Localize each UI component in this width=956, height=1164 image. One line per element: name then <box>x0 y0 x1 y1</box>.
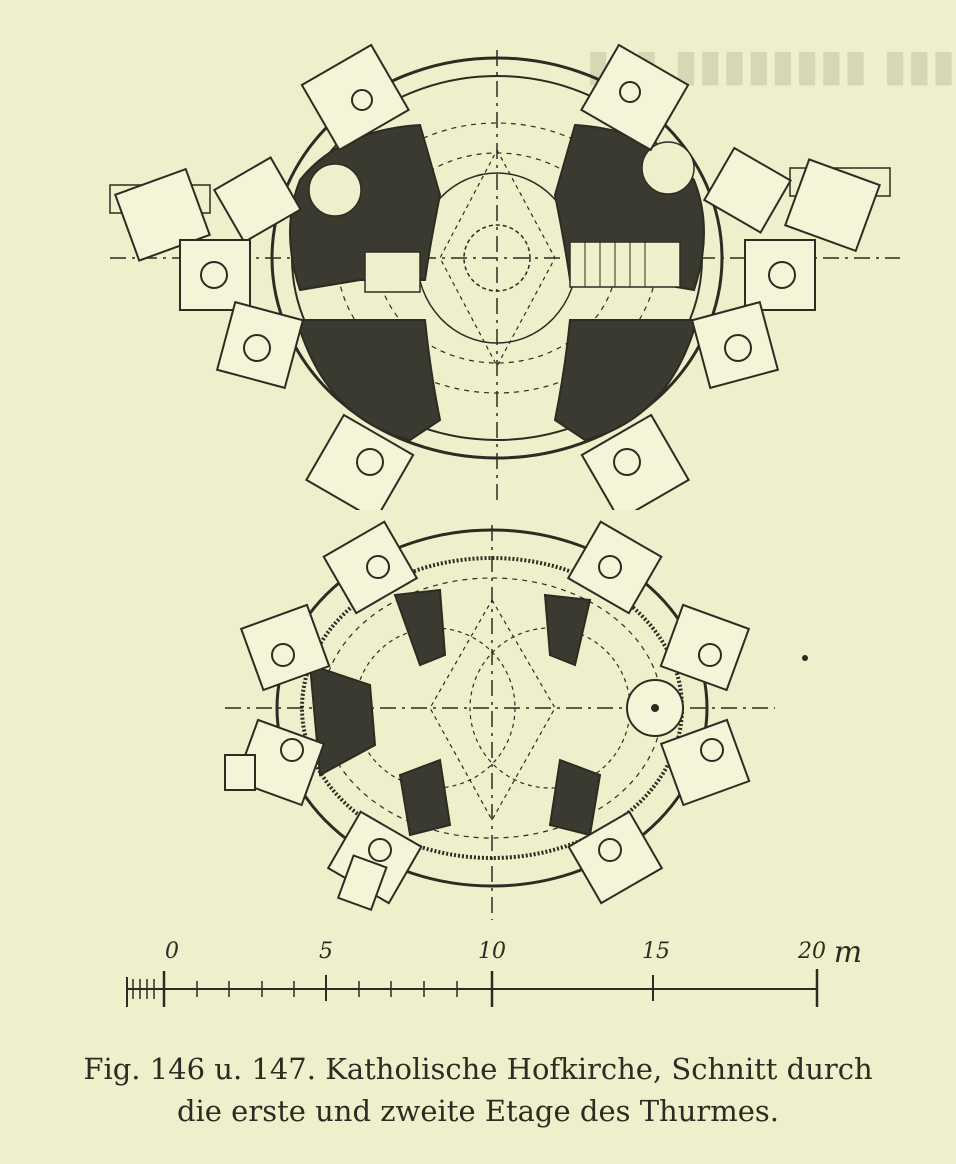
scale-tick-20: 20 <box>798 939 826 964</box>
scale-tick-5: 5 <box>319 939 333 964</box>
scale-unit: m <box>833 935 863 970</box>
caption-line-2: die erste und zweite Etage des Thurmes. <box>176 1094 780 1128</box>
scale-tick-0: 0 <box>165 939 179 964</box>
figure-caption: Fig. 146 u. 147. Katholische Hofkirche, … <box>0 1048 956 1132</box>
floor-plan-second-stage <box>224 520 808 920</box>
scale-tick-15: 15 <box>642 939 670 964</box>
caption-line-1: Fig. 146 u. 147. Katholische Hofkirche, … <box>83 1052 873 1086</box>
scale-bar-graphic <box>126 969 819 1007</box>
scale-tick-10: 10 <box>478 939 506 964</box>
floor-plan-first-stage <box>109 43 900 510</box>
scale-bar: 0 5 10 15 20 m <box>100 935 880 1015</box>
